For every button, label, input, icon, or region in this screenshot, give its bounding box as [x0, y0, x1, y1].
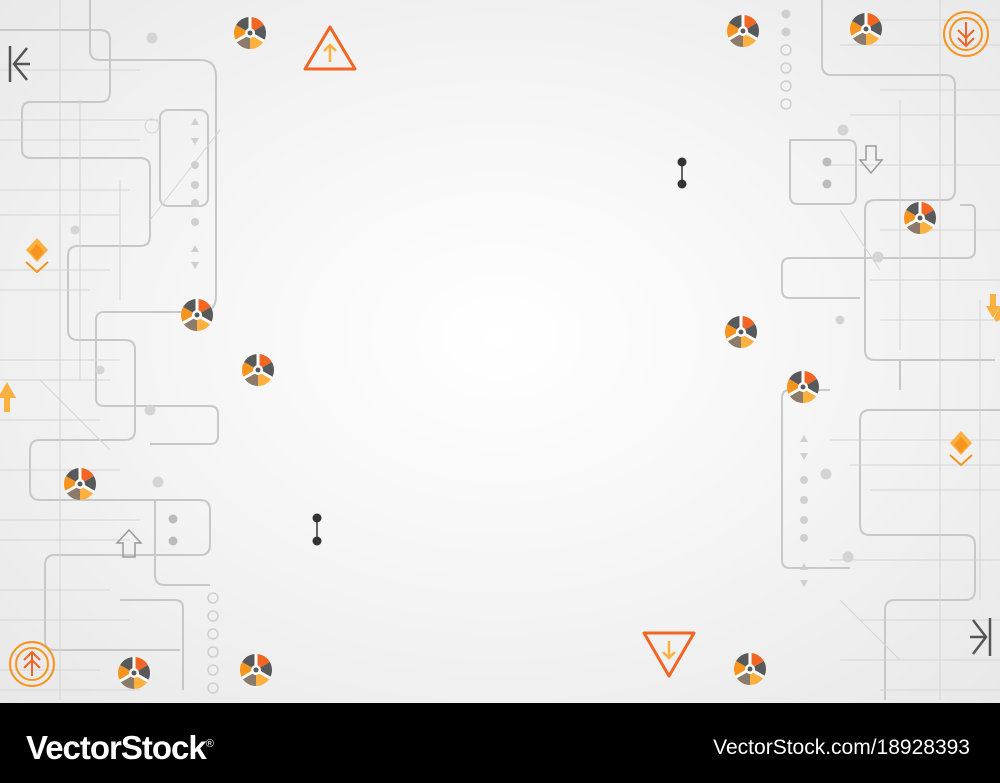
target-arrow-icon	[943, 11, 989, 57]
collapse-arrow-icon	[970, 618, 992, 656]
diamond-icon	[25, 238, 49, 274]
diamond-icon	[949, 431, 973, 467]
radiation-icon	[723, 314, 759, 350]
warning-triangle-icon	[642, 631, 696, 678]
node-connector-icon	[312, 513, 322, 546]
brand-name: VectorStock	[26, 729, 207, 766]
radiation-icon	[179, 297, 215, 333]
left-dot-column	[168, 118, 219, 694]
brand-logo: VectorStock®	[26, 729, 214, 767]
watermark-bar: VectorStock® VectorStock.com/18928393	[0, 703, 1000, 783]
radiation-icon	[848, 11, 884, 47]
right-circuit-panel	[781, 0, 1000, 700]
collapse-arrow-icon	[8, 46, 30, 82]
registered-mark: ®	[205, 738, 214, 750]
left-circuit-panel	[0, 0, 219, 690]
stock-id-label: VectorStock.com/18928393	[713, 736, 970, 759]
circuit-artwork	[0, 0, 1000, 700]
up-arrow-icon	[0, 382, 16, 412]
radiation-icon	[238, 652, 274, 688]
radiation-icon	[232, 15, 268, 51]
tech-circuit-background	[0, 0, 1000, 703]
radiation-icon	[62, 466, 98, 502]
radiation-icon	[240, 352, 276, 388]
radiation-icon	[785, 369, 821, 405]
down-arrow-outline-icon	[858, 145, 884, 175]
radiation-icon	[902, 200, 938, 236]
right-circuit-traces	[820, 0, 1000, 700]
up-arrow-outline-icon	[115, 528, 143, 558]
right-dot-column	[780, 9, 832, 587]
node-connector-icon	[677, 157, 687, 189]
radiation-icon	[732, 651, 768, 687]
left-circuit-traces	[0, 0, 221, 700]
down-arrow-icon	[986, 294, 1000, 322]
radiation-icon	[116, 655, 152, 691]
target-arrow-icon	[9, 641, 55, 687]
warning-triangle-icon	[303, 25, 357, 71]
radiation-icon	[725, 13, 761, 49]
